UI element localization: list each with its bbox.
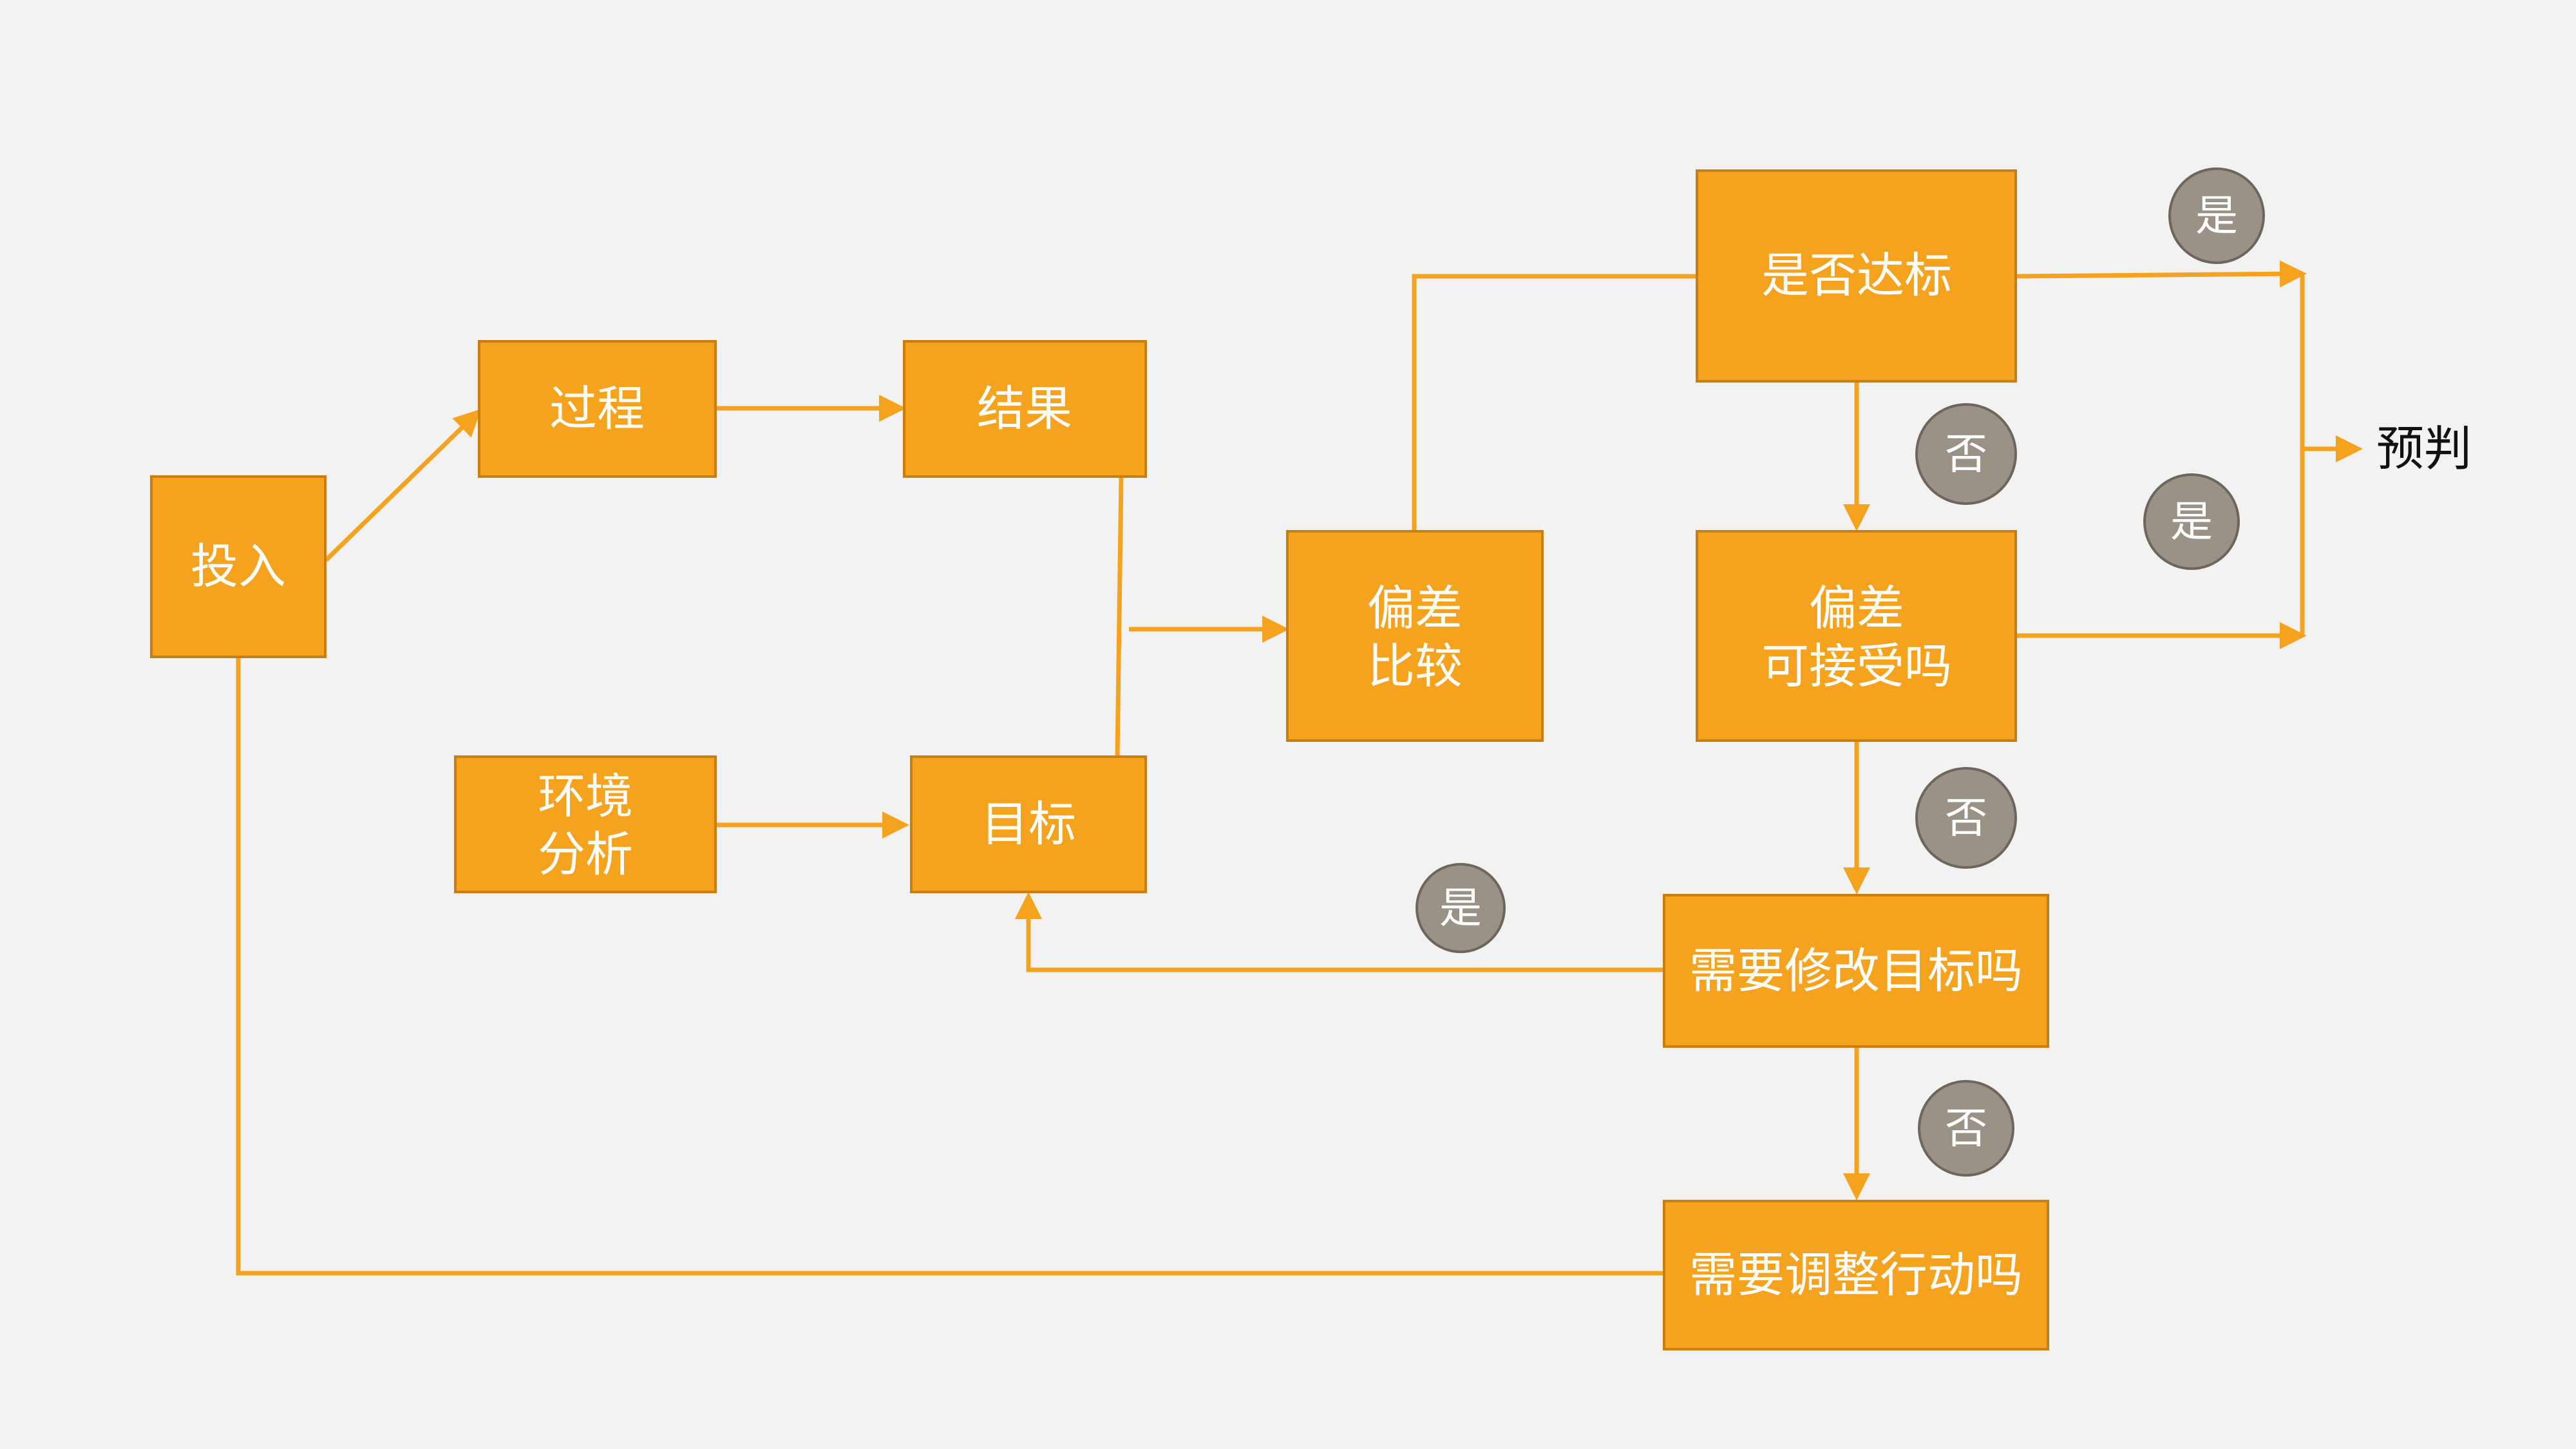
badge-meet-no-label: 否 <box>1945 430 1987 479</box>
node-adjust-action: 需要调整行动吗 <box>1663 1200 2049 1350</box>
node-env-analysis: 环境 分析 <box>454 755 717 893</box>
node-modify-target: 需要修改目标吗 <box>1663 894 2049 1048</box>
badge-modify-no-label: 否 <box>1945 1104 1987 1153</box>
line-deviation-to-meet <box>1412 274 1697 531</box>
badge-accept-yes: 是 <box>2143 473 2240 570</box>
node-result: 结果 <box>903 340 1147 478</box>
node-deviation-label-line1: 偏差 <box>1367 581 1463 636</box>
badge-meet-yes: 是 <box>2168 167 2265 264</box>
node-adjust-action-label: 需要调整行动吗 <box>1689 1247 2023 1303</box>
connectors <box>236 260 2363 1276</box>
node-accept-label-line2: 可接受吗 <box>1761 639 1952 694</box>
node-input: 投入 <box>150 475 327 658</box>
node-meet-label: 是否达标 <box>1761 248 1952 303</box>
result-target-joiner <box>1115 477 1124 757</box>
node-env-label-line1: 环境 <box>538 769 633 824</box>
badge-meet-no: 否 <box>1915 403 2017 505</box>
node-process-label: 过程 <box>549 381 645 437</box>
badge-modify-no: 否 <box>1918 1080 2014 1177</box>
node-process: 过程 <box>478 340 717 478</box>
node-meet-standard: 是否达标 <box>1696 169 2017 383</box>
node-input-label: 投入 <box>191 539 286 594</box>
badge-modify-yes: 是 <box>1416 863 1506 953</box>
badge-accept-no-label: 否 <box>1945 793 1987 843</box>
arrow-input-to-process <box>324 409 482 562</box>
node-deviation-compare: 偏差 比较 <box>1286 530 1544 742</box>
node-target-label: 目标 <box>981 797 1076 852</box>
badge-meet-yes-label: 是 <box>2195 191 2238 241</box>
node-modify-target-label: 需要修改目标吗 <box>1689 943 2023 999</box>
outcome-label: 预判 <box>2376 421 2472 477</box>
badge-modify-yes-label: 是 <box>1439 884 1482 933</box>
node-accept-label-line1: 偏差 <box>1809 581 1904 636</box>
arrow-modify-yes <box>1015 892 1664 972</box>
node-deviation-acceptable: 偏差 可接受吗 <box>1696 530 2017 742</box>
node-env-label-line2: 分析 <box>538 827 633 882</box>
node-deviation-label-line2: 比较 <box>1367 639 1463 694</box>
node-result-label: 结果 <box>977 381 1072 437</box>
line-adjust-to-input <box>236 658 1664 1276</box>
node-target: 目标 <box>910 755 1147 893</box>
badge-accept-no: 否 <box>1915 767 2017 869</box>
badge-accept-yes-label: 是 <box>2170 497 2213 547</box>
arrow-meet-yes <box>2015 260 2307 288</box>
